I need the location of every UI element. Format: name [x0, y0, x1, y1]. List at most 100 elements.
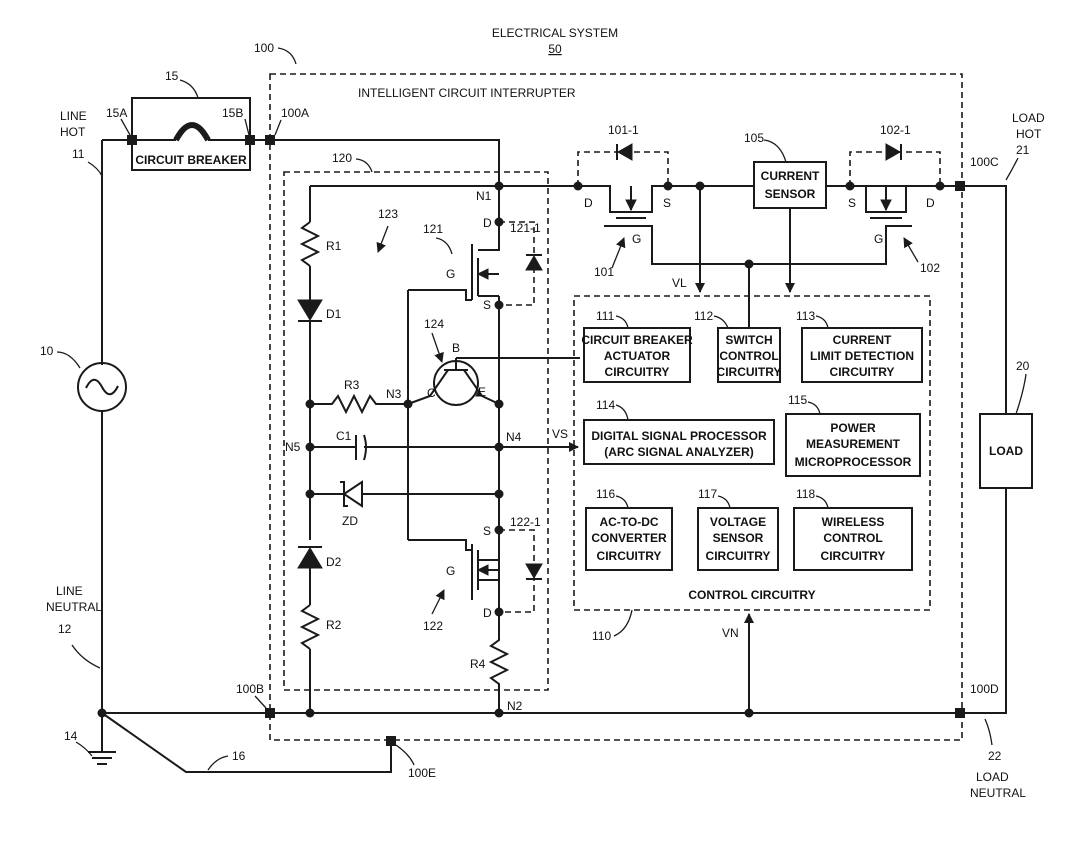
bjt-c-label: C — [427, 386, 436, 400]
s101-ref-arrow — [611, 237, 626, 269]
s102-g-label: G — [874, 232, 883, 246]
terminal-100a-label: 100A — [281, 106, 309, 120]
q121-ref: 121 — [423, 222, 443, 236]
r3-label: R3 — [344, 378, 360, 392]
diode-122-1-loop — [499, 529, 535, 613]
block-114-line1: DIGITAL SIGNAL PROCESSOR — [591, 429, 767, 443]
ground-wire-leader — [207, 755, 229, 771]
resistor-r1 — [299, 221, 321, 267]
line-neutral-label-1: LINE — [56, 584, 83, 598]
block-115-line3: MICROPROCESSOR — [795, 455, 912, 469]
block-113-ref: 113 — [796, 309, 815, 323]
block-115-line2: MEASUREMENT — [806, 437, 901, 451]
terminal-100d-label: 100D — [970, 682, 999, 696]
block-112-box — [717, 327, 781, 383]
block-112-line2: CONTROL — [719, 349, 778, 363]
block-118-box — [793, 507, 913, 571]
block-113: CURRENT LIMIT DETECTION CIRCUITRY 113 — [796, 309, 923, 383]
bjt-ref: 124 — [424, 317, 444, 331]
load-hot-label-1: LOAD — [1012, 111, 1045, 125]
line-hot-ref: 11 — [72, 147, 85, 161]
ici-boundary — [269, 73, 963, 741]
load-neutral-wire — [962, 488, 1007, 714]
detector-ref: 120 — [332, 151, 352, 165]
line-neutral-leader — [71, 644, 101, 669]
block-111-ref: 111 — [596, 309, 615, 323]
d2-label: D2 — [326, 555, 342, 569]
terminal-100d — [955, 708, 965, 718]
node-n2-label: N2 — [507, 699, 523, 713]
ground-icon — [88, 751, 116, 765]
block-118-leader — [815, 495, 829, 509]
bjt-collector — [407, 369, 449, 405]
control-ref: 110 — [592, 629, 611, 643]
block-116-leader — [615, 495, 629, 509]
q121-arrow — [476, 268, 489, 280]
diode-101-1-label: 101-1 — [608, 123, 639, 137]
r4-label: R4 — [470, 657, 486, 671]
load-box-ref: 20 — [1016, 359, 1030, 373]
vl-label: VL — [672, 276, 687, 290]
block-118-line1: WIRELESS — [822, 515, 885, 529]
s101-ref: 101 — [594, 265, 614, 279]
system-title: ELECTRICAL SYSTEM — [492, 26, 618, 40]
terminal-100b-leader — [254, 695, 267, 709]
block-117-line1: VOLTAGE — [710, 515, 766, 529]
gate-bus-wire — [407, 289, 472, 540]
s102-d-dot — [935, 181, 945, 191]
current-sensor-line1: CURRENT — [761, 169, 820, 183]
ac-source-leader — [56, 351, 81, 369]
terminal-100a — [265, 135, 275, 145]
breaker-ref: 15 — [165, 69, 179, 83]
block-117-line2: SENSOR — [713, 531, 764, 545]
load-hot-leader — [1005, 157, 1019, 181]
q121-g-label: G — [446, 267, 455, 281]
block-114: DIGITAL SIGNAL PROCESSOR (ARC SIGNAL ANA… — [583, 398, 775, 465]
ground-leader — [75, 741, 93, 757]
ac-source-ref: 10 — [40, 344, 54, 358]
block-114-leader — [615, 404, 629, 421]
block-112-line1: SWITCH — [725, 333, 772, 347]
line-hot-label-2: HOT — [60, 125, 86, 139]
load-box-label: LOAD — [989, 444, 1023, 458]
node-n4-label: N4 — [506, 430, 522, 444]
block-117-leader — [717, 495, 731, 509]
current-sensor-ref: 105 — [744, 131, 764, 145]
resistor-r4 — [488, 620, 510, 713]
r2-label: R2 — [326, 618, 342, 632]
breaker-arc-icon — [173, 122, 211, 142]
current-sensor-box — [753, 161, 827, 209]
block-111: CIRCUIT BREAKER ACTUATOR CIRCUITRY 111 — [581, 309, 693, 383]
line-neutral-ref: 12 — [58, 622, 72, 636]
terminal-100a-leader — [274, 119, 282, 136]
q122-d-label: D — [483, 606, 492, 620]
block-115-box — [785, 413, 921, 477]
terminal-15a — [127, 135, 137, 145]
vs-label: VS — [552, 427, 568, 441]
block-118: WIRELESS CONTROL CIRCUITRY 118 — [793, 487, 913, 571]
detector-boundary — [283, 171, 549, 691]
zener-zd — [342, 480, 363, 508]
block-113-line3: CIRCUITRY — [830, 365, 895, 379]
capacitor-c1 — [355, 434, 367, 461]
network-arrow — [376, 225, 389, 253]
block-116-box — [585, 507, 673, 571]
block-117-ref: 117 — [698, 487, 717, 501]
q122-arrow — [476, 564, 489, 576]
ground-ref: 14 — [64, 729, 78, 743]
ground-wire-16 — [101, 712, 392, 773]
block-116-line3: CIRCUITRY — [597, 549, 662, 563]
gate-bus — [604, 225, 912, 265]
diode-d1 — [297, 299, 323, 321]
diode-d2 — [297, 547, 323, 569]
breaker-term-leaders — [120, 118, 250, 136]
diode-102-1-loop — [849, 151, 941, 186]
load-neutral-label-2: NEUTRAL — [970, 786, 1026, 800]
s101-s-label: S — [663, 196, 671, 210]
current-sensor-leader — [763, 139, 787, 163]
node-n3-label: N3 — [386, 387, 402, 401]
block-112-line3: CIRCUITRY — [717, 365, 782, 379]
block-111-line2: ACTUATOR — [604, 349, 671, 363]
q121-body — [477, 222, 500, 620]
